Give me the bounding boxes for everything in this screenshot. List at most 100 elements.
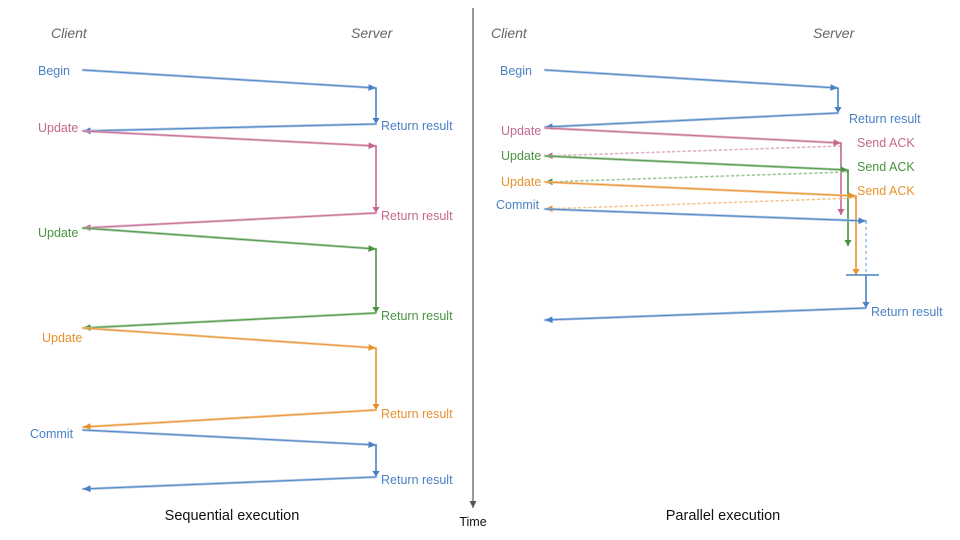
message-label: Update (42, 331, 82, 345)
message-label: Send ACK (857, 160, 915, 174)
message-line (544, 69, 839, 89)
message-arrowhead (833, 139, 841, 147)
message-commit-request[interactable]: Commit (30, 427, 378, 449)
activation-arrowhead (372, 404, 380, 410)
message-arrowhead (83, 423, 91, 430)
message-arrowhead (848, 192, 856, 200)
message-begin-server-activation[interactable] (834, 88, 842, 113)
message-commit-return[interactable]: Return result (81, 473, 453, 493)
message-line-underlay (544, 171, 849, 183)
message-arrowhead (368, 84, 376, 91)
message-update2-server-activation[interactable] (844, 170, 852, 246)
panel-caption: Sequential execution (165, 508, 300, 524)
message-label: Update (501, 149, 541, 163)
actor-label-client: Client (491, 25, 528, 41)
message-arrowhead (368, 245, 376, 252)
actor-label-server: Server (351, 25, 394, 41)
message-update1-request[interactable]: Update (38, 121, 378, 150)
message-line (544, 155, 849, 171)
time-axis-label: Time (459, 515, 486, 529)
message-label: Update (501, 124, 541, 138)
message-label: Send ACK (857, 184, 915, 198)
message-update2-server-activation[interactable] (372, 249, 380, 313)
message-line (544, 208, 867, 222)
message-update1-request[interactable]: Update (501, 124, 843, 147)
message-arrowhead (368, 441, 376, 449)
message-line (82, 327, 377, 349)
activation-arrowhead (862, 302, 870, 308)
actor-label-client: Client (51, 25, 88, 41)
message-label: Begin (500, 64, 532, 78)
time-axis: Time (459, 8, 487, 529)
message-arrowhead (368, 142, 376, 150)
message-line (82, 429, 377, 446)
time-axis-arrowhead (469, 501, 477, 508)
message-update1-ack[interactable]: Send ACK (544, 136, 915, 160)
message-begin-return[interactable]: Return result (543, 111, 921, 131)
message-update3-server-activation[interactable] (852, 196, 860, 275)
message-update2-return[interactable]: Return result (81, 309, 453, 332)
activation-arrowhead (844, 240, 852, 246)
message-line (82, 123, 377, 132)
message-begin-request[interactable]: Begin (500, 64, 840, 91)
message-update1-server-activation[interactable] (837, 143, 845, 215)
activation-arrowhead (372, 118, 380, 124)
message-line (544, 181, 857, 197)
message-label: Return result (381, 309, 453, 323)
message-update3-request[interactable]: Update (42, 326, 378, 351)
message-label: Begin (38, 64, 70, 78)
message-label: Return result (381, 209, 453, 223)
message-begin-return[interactable]: Return result (81, 119, 453, 135)
activation-arrowhead (372, 307, 380, 313)
message-arrowhead (83, 485, 91, 493)
activation-arrowhead (372, 471, 380, 477)
message-update2-request[interactable]: Update (501, 149, 850, 174)
message-commit-return[interactable]: Return result (543, 305, 943, 324)
activation-arrowhead (834, 107, 842, 113)
message-arrowhead (830, 84, 838, 91)
message-update3-ack[interactable]: Send ACK (544, 184, 915, 213)
message-arrowhead (840, 166, 848, 174)
message-line (544, 112, 839, 128)
message-begin-server-activation[interactable] (372, 88, 380, 124)
message-update1-server-activation[interactable] (372, 146, 380, 213)
message-update3-return[interactable]: Return result (81, 407, 453, 430)
message-label: Return result (381, 473, 453, 487)
message-label: Return result (849, 112, 921, 126)
message-arrowhead (368, 344, 376, 351)
message-label: Update (38, 226, 78, 240)
message-line (82, 312, 377, 329)
activation-arrowhead (852, 269, 860, 275)
message-update2-request[interactable]: Update (38, 226, 378, 252)
message-label: Commit (30, 427, 74, 441)
message-line (82, 476, 377, 490)
activation-arrowhead (372, 207, 380, 213)
message-label: Return result (381, 407, 453, 421)
message-label: Update (38, 121, 78, 135)
message-arrowhead (545, 316, 553, 324)
actor-label-server: Server (813, 25, 856, 41)
message-label: Update (501, 175, 541, 189)
message-commit-request[interactable]: Commit (496, 198, 868, 225)
message-begin-request[interactable]: Begin (38, 64, 378, 91)
message-update1-return[interactable]: Return result (81, 209, 453, 232)
message-update3-server-activation[interactable] (372, 348, 380, 410)
activation-arrowhead (837, 209, 845, 215)
message-commit-server-activation[interactable] (862, 275, 870, 308)
time-axis-layer: Time (459, 8, 487, 529)
message-line (82, 409, 377, 428)
panel-caption: Parallel execution (666, 508, 780, 524)
message-arrowhead (858, 217, 866, 225)
message-label: Return result (871, 305, 943, 319)
message-label: Commit (496, 198, 540, 212)
message-commit-server-activation[interactable] (372, 445, 380, 477)
message-line (82, 227, 377, 250)
message-update3-request[interactable]: Update (501, 175, 858, 200)
message-line-underlay (544, 197, 857, 210)
message-line-underlay (544, 145, 842, 157)
message-line (82, 69, 377, 89)
